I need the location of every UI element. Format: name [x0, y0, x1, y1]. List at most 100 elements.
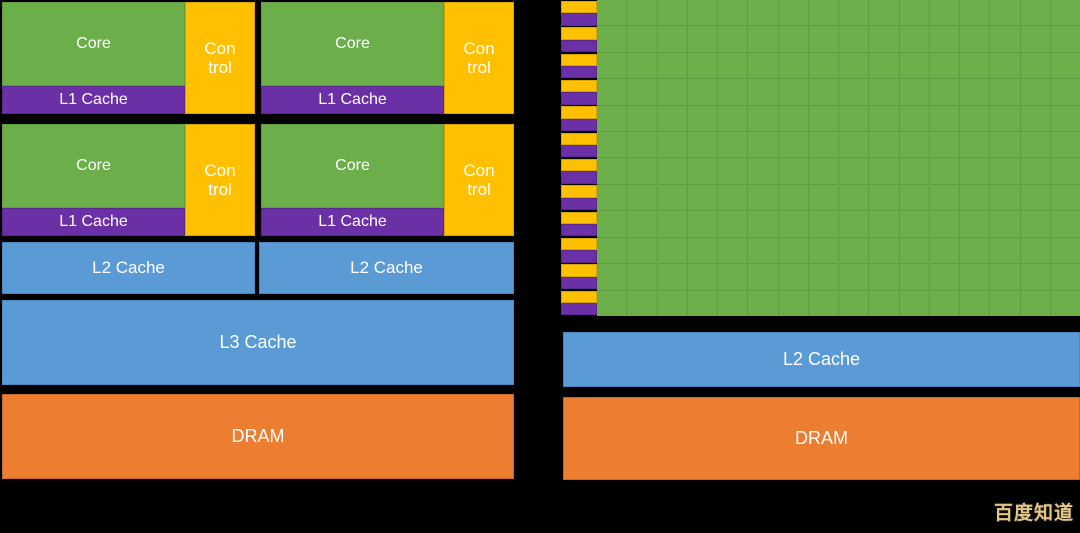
gpu-core-cell[interactable]: [687, 290, 717, 316]
gpu-core-cell[interactable]: [748, 0, 778, 26]
gpu-core-cell[interactable]: [627, 79, 657, 105]
gpu-core-cell[interactable]: [839, 264, 869, 290]
gpu-core-cell[interactable]: [899, 264, 929, 290]
gpu-l2-cache[interactable]: L2 Cache: [563, 332, 1080, 387]
gpu-core-cell[interactable]: [899, 158, 929, 184]
gpu-l1-cache-strip[interactable]: [561, 197, 597, 210]
gpu-l1-cache-strip[interactable]: [561, 223, 597, 237]
gpu-core-cell[interactable]: [748, 237, 778, 264]
gpu-control-strip[interactable]: [561, 27, 597, 40]
gpu-core-cell[interactable]: [960, 105, 990, 132]
gpu-core-cell[interactable]: [597, 237, 627, 264]
gpu-core-cell[interactable]: [718, 26, 748, 52]
gpu-core-cell[interactable]: [778, 105, 808, 132]
gpu-core-cell[interactable]: [899, 184, 929, 211]
cpu-core-3[interactable]: Core: [261, 124, 444, 208]
gpu-core-cell[interactable]: [1020, 211, 1050, 237]
gpu-core-cell[interactable]: [657, 184, 687, 211]
gpu-core-cell[interactable]: [929, 0, 959, 26]
gpu-core-cell[interactable]: [929, 79, 959, 105]
cpu-control-2[interactable]: Con trol: [185, 124, 255, 236]
gpu-core-cell[interactable]: [929, 26, 959, 52]
gpu-core-cell[interactable]: [718, 237, 748, 264]
gpu-core-cell[interactable]: [929, 105, 959, 132]
gpu-core-cell[interactable]: [687, 132, 717, 158]
gpu-core-cell[interactable]: [899, 211, 929, 237]
gpu-core-cell[interactable]: [597, 52, 627, 79]
cpu-l1-cache-3[interactable]: L1 Cache: [261, 208, 444, 236]
gpu-core-cell[interactable]: [929, 158, 959, 184]
gpu-core-cell[interactable]: [808, 105, 838, 132]
gpu-core-cell[interactable]: [687, 237, 717, 264]
gpu-core-cell[interactable]: [778, 26, 808, 52]
gpu-core-cell[interactable]: [990, 26, 1020, 52]
gpu-core-cell[interactable]: [869, 237, 899, 264]
gpu-core-cell[interactable]: [839, 290, 869, 316]
gpu-core-cell[interactable]: [1020, 52, 1050, 79]
gpu-core-cell[interactable]: [687, 184, 717, 211]
gpu-core-cell[interactable]: [1020, 158, 1050, 184]
gpu-core-cell[interactable]: [778, 290, 808, 316]
cpu-control-1[interactable]: Con trol: [444, 2, 514, 114]
gpu-core-cell[interactable]: [597, 211, 627, 237]
gpu-core-cell[interactable]: [778, 184, 808, 211]
gpu-core-cell[interactable]: [808, 132, 838, 158]
gpu-core-cell[interactable]: [839, 158, 869, 184]
gpu-core-cell[interactable]: [1050, 105, 1080, 132]
cpu-core-2[interactable]: Core: [2, 124, 185, 208]
gpu-core-cell[interactable]: [687, 0, 717, 26]
gpu-core-cell[interactable]: [990, 264, 1020, 290]
gpu-core-cell[interactable]: [990, 105, 1020, 132]
gpu-core-cell[interactable]: [687, 211, 717, 237]
gpu-core-cell[interactable]: [990, 237, 1020, 264]
cpu-control-0[interactable]: Con trol: [185, 2, 255, 114]
gpu-core-cell[interactable]: [597, 79, 627, 105]
gpu-core-cell[interactable]: [960, 0, 990, 26]
gpu-core-cell[interactable]: [657, 105, 687, 132]
gpu-core-cell[interactable]: [718, 184, 748, 211]
gpu-core-cell[interactable]: [778, 0, 808, 26]
cpu-dram[interactable]: DRAM: [2, 394, 514, 479]
gpu-core-cell[interactable]: [718, 290, 748, 316]
gpu-core-cell[interactable]: [657, 264, 687, 290]
gpu-core-cell[interactable]: [778, 237, 808, 264]
gpu-core-grid[interactable]: [597, 0, 1080, 316]
gpu-core-cell[interactable]: [687, 158, 717, 184]
gpu-core-cell[interactable]: [839, 0, 869, 26]
gpu-core-cell[interactable]: [1050, 290, 1080, 316]
gpu-core-cell[interactable]: [869, 79, 899, 105]
gpu-core-cell[interactable]: [1020, 237, 1050, 264]
gpu-core-cell[interactable]: [869, 290, 899, 316]
gpu-core-cell[interactable]: [657, 132, 687, 158]
gpu-core-cell[interactable]: [687, 105, 717, 132]
gpu-core-cell[interactable]: [1020, 264, 1050, 290]
gpu-control-strip[interactable]: [561, 238, 597, 251]
gpu-core-cell[interactable]: [748, 290, 778, 316]
gpu-core-cell[interactable]: [808, 264, 838, 290]
gpu-core-cell[interactable]: [597, 26, 627, 52]
gpu-core-cell[interactable]: [1050, 211, 1080, 237]
gpu-core-cell[interactable]: [1050, 79, 1080, 105]
gpu-core-cell[interactable]: [597, 105, 627, 132]
gpu-core-cell[interactable]: [839, 184, 869, 211]
gpu-core-cell[interactable]: [718, 52, 748, 79]
gpu-l1-cache-strip[interactable]: [561, 302, 597, 316]
gpu-core-cell[interactable]: [899, 132, 929, 158]
gpu-core-cell[interactable]: [808, 0, 838, 26]
gpu-core-cell[interactable]: [929, 290, 959, 316]
gpu-core-cell[interactable]: [627, 132, 657, 158]
cpu-l3-cache[interactable]: L3 Cache: [2, 300, 514, 385]
gpu-core-cell[interactable]: [839, 79, 869, 105]
gpu-core-cell[interactable]: [899, 237, 929, 264]
gpu-control-strip[interactable]: [561, 132, 597, 146]
gpu-core-cell[interactable]: [839, 237, 869, 264]
gpu-core-cell[interactable]: [990, 184, 1020, 211]
cpu-l2-cache-0[interactable]: L2 Cache: [2, 242, 255, 294]
gpu-core-cell[interactable]: [869, 105, 899, 132]
gpu-core-cell[interactable]: [627, 26, 657, 52]
gpu-core-cell[interactable]: [748, 132, 778, 158]
gpu-core-cell[interactable]: [597, 264, 627, 290]
gpu-core-cell[interactable]: [960, 158, 990, 184]
gpu-core-cell[interactable]: [960, 211, 990, 237]
gpu-core-cell[interactable]: [869, 0, 899, 26]
